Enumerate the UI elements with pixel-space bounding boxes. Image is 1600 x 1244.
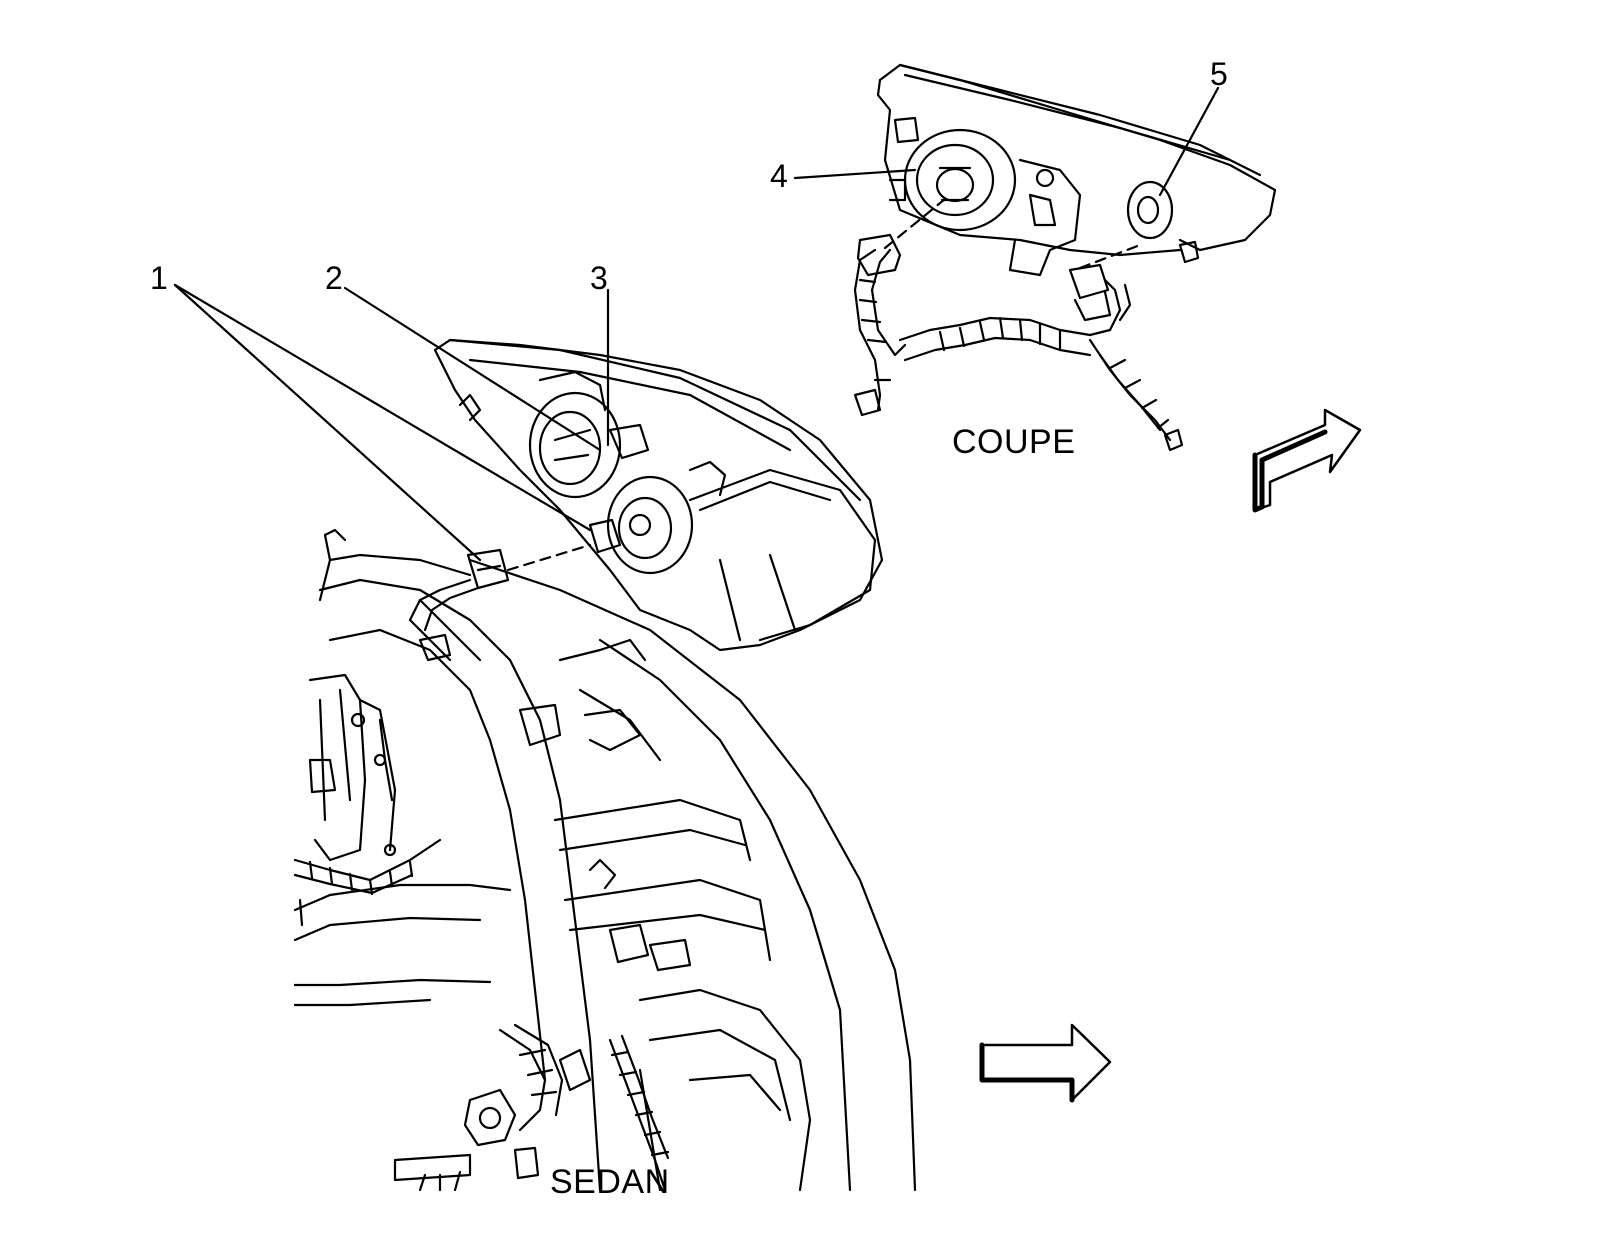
vehicle-front-structure [293,528,917,1192]
coupe-leader-lines [793,86,1220,197]
forward-arrow-icon [1252,408,1362,513]
callout-3: 3 [590,260,608,296]
view-label-sedan: SEDAN [550,1163,670,1201]
forward-arrow-icon [979,1023,1112,1103]
coupe-headlamp-assembly [876,63,1277,277]
coupe-wiring-harness [853,193,1184,452]
callout-1: 1 [150,260,168,296]
sedan-headlamp-assembly [433,338,884,652]
callout-5: 5 [1210,56,1228,92]
view-label-coupe: COUPE [952,423,1076,461]
sedan-leader-lines [173,283,610,562]
callout-2: 2 [325,260,343,296]
callout-4: 4 [770,158,788,194]
